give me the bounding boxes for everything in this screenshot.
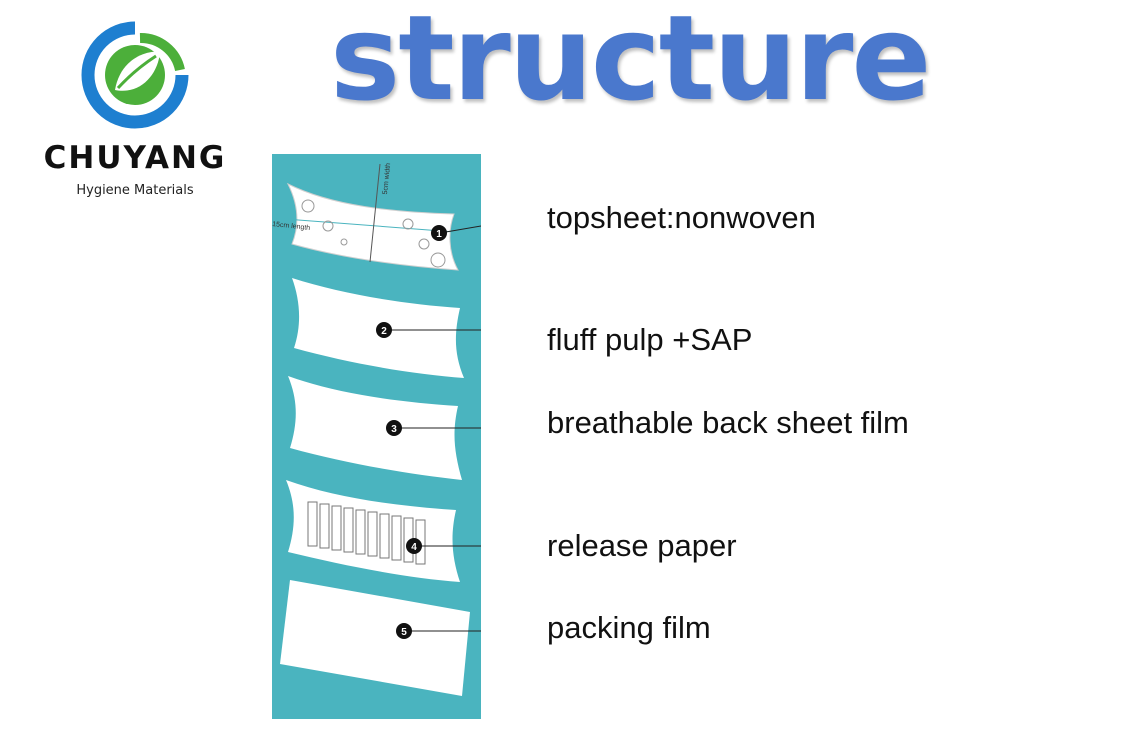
marker-5: 5	[401, 627, 407, 638]
brand-tagline: Hygiene Materials	[76, 183, 194, 198]
label-back-sheet: breathable back sheet film	[547, 405, 909, 440]
marker-2: 2	[381, 326, 387, 337]
label-packing-film: packing film	[547, 610, 711, 645]
layer-4-release-paper: 4	[286, 480, 481, 582]
layer-5-packing-film: 5	[280, 580, 481, 696]
leaf-logo-icon	[81, 21, 189, 129]
dimension-length-label: 15cm length	[272, 221, 311, 232]
page-title: structure	[330, 0, 931, 127]
label-release-paper: release paper	[547, 528, 737, 563]
label-fluff-pulp: fluff pulp +SAP	[547, 322, 753, 357]
layer-3-back-sheet: 3	[288, 376, 481, 480]
marker-3: 3	[391, 424, 397, 435]
brand-logo: CHUYANG Hygiene Materials	[40, 20, 230, 210]
dimension-width-label: 5cm width	[382, 163, 392, 195]
pad-layers-diagram: 5cm width 15cm length 1 2 3	[272, 154, 481, 719]
layer-2-fluff-pulp: 2	[292, 278, 481, 378]
brand-name: CHUYANG	[43, 140, 227, 176]
label-topsheet: topsheet:nonwoven	[547, 200, 816, 235]
marker-4: 4	[411, 542, 417, 553]
marker-1: 1	[436, 229, 442, 240]
layer-1-topsheet: 5cm width 15cm length 1	[272, 163, 481, 271]
